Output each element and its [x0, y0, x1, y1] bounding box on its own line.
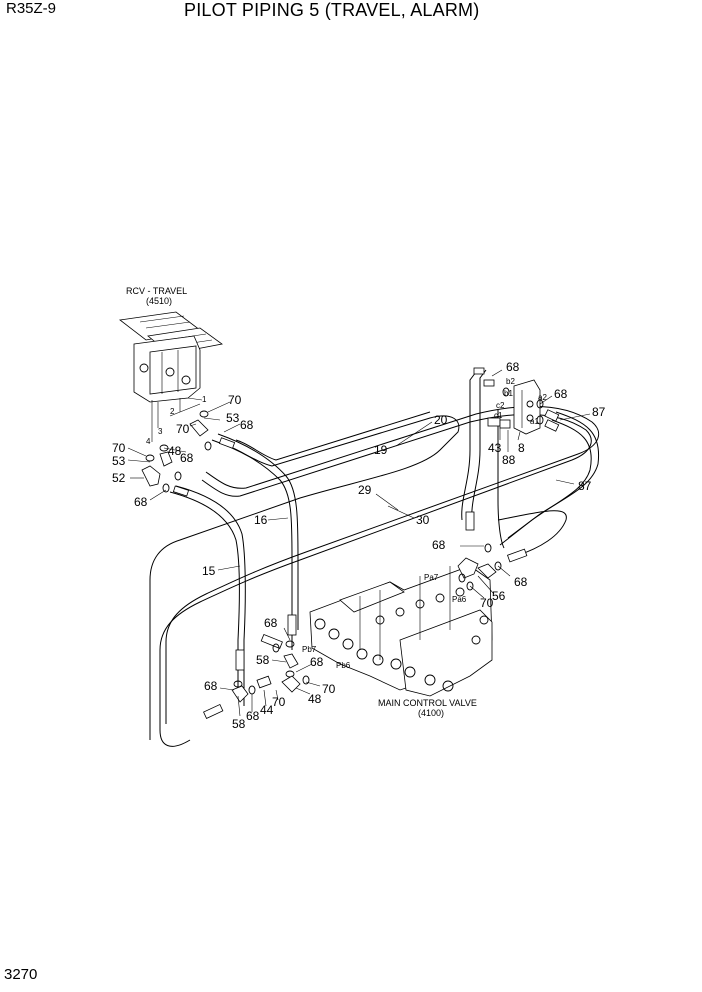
callout-43: 43: [488, 441, 502, 455]
callout-68: 68: [506, 360, 520, 374]
port-pa6-label: Pa6: [452, 595, 467, 604]
callout-70: 70: [176, 422, 190, 436]
callout-68: 68: [264, 616, 278, 630]
port-1-label: 1: [202, 395, 207, 404]
callout-87: 87: [592, 405, 606, 419]
port-c2-label: c2: [496, 401, 505, 410]
port-b2-label: b2: [506, 377, 515, 386]
callout-87: 87: [578, 479, 592, 493]
callout-68: 68: [246, 709, 260, 723]
port-b1-label: b1: [504, 389, 513, 398]
mcv-name: MAIN CONTROL VALVE: [378, 698, 477, 708]
port-a2-label: a2: [538, 393, 547, 402]
callout-58: 58: [232, 717, 246, 731]
rcv-fittings[interactable]: [141, 410, 212, 493]
callout-19: 19: [374, 443, 388, 457]
callout-70: 70: [322, 682, 336, 696]
callout-70: 70: [112, 441, 126, 455]
callout-48: 48: [308, 692, 322, 706]
callout-8: 8: [518, 441, 525, 455]
port-3-label: 3: [158, 427, 163, 436]
port-pb6-label: Pb6: [336, 661, 351, 670]
mcv-spools: [314, 587, 489, 692]
pipe-lines[interactable]: [149, 369, 600, 747]
callout-44: 44: [260, 703, 274, 717]
callout-15: 15: [202, 564, 216, 578]
callout-20: 20: [434, 413, 448, 427]
callout-53: 53: [112, 454, 126, 468]
port-2-label: 2: [170, 407, 175, 416]
callout-68: 68: [134, 495, 148, 509]
callout-88: 88: [502, 453, 516, 467]
rcv-name: RCV - TRAVEL: [126, 286, 187, 296]
callout-29: 29: [358, 483, 372, 497]
callout-52: 52: [112, 471, 126, 485]
callout-16: 16: [254, 513, 268, 527]
port-pb7-label: Pb7: [302, 645, 317, 654]
callout-53: 53: [226, 411, 240, 425]
rcv-travel-valve[interactable]: [119, 311, 223, 442]
callout-70: 70: [228, 393, 242, 407]
callout-68: 68: [310, 655, 324, 669]
model-code: R35Z-9: [6, 0, 57, 17]
port-pa7-label: Pa7: [424, 573, 439, 582]
callout-58: 58: [256, 653, 270, 667]
callout-68: 68: [180, 451, 194, 465]
callout-68: 68: [204, 679, 218, 693]
callout-68: 68: [240, 418, 254, 432]
port-4-label: 4: [146, 437, 151, 446]
hose-crimps: [172, 367, 560, 719]
port-c1-label: c1: [494, 411, 503, 420]
mcv-code: (4100): [418, 708, 444, 718]
page-number: 3270: [4, 966, 38, 983]
main-control-valve[interactable]: [309, 565, 493, 697]
callout-68: 68: [554, 387, 568, 401]
page-title: PILOT PIPING 5 (TRAVEL, ALARM): [184, 0, 480, 20]
callout-68: 68: [432, 538, 446, 552]
callout-56: 56: [492, 589, 506, 603]
port-a1-label: a1: [530, 417, 539, 426]
callout-30: 30: [416, 513, 430, 527]
alarm-switch-block[interactable]: [487, 379, 544, 435]
leader-lines: [127, 369, 591, 717]
callout-70: 70: [480, 596, 494, 610]
callout-70: 70: [272, 695, 286, 709]
callout-68: 68: [514, 575, 528, 589]
callout-48: 48: [168, 444, 182, 458]
mcv-fittings[interactable]: [231, 543, 502, 703]
rcv-code: (4510): [146, 296, 172, 306]
